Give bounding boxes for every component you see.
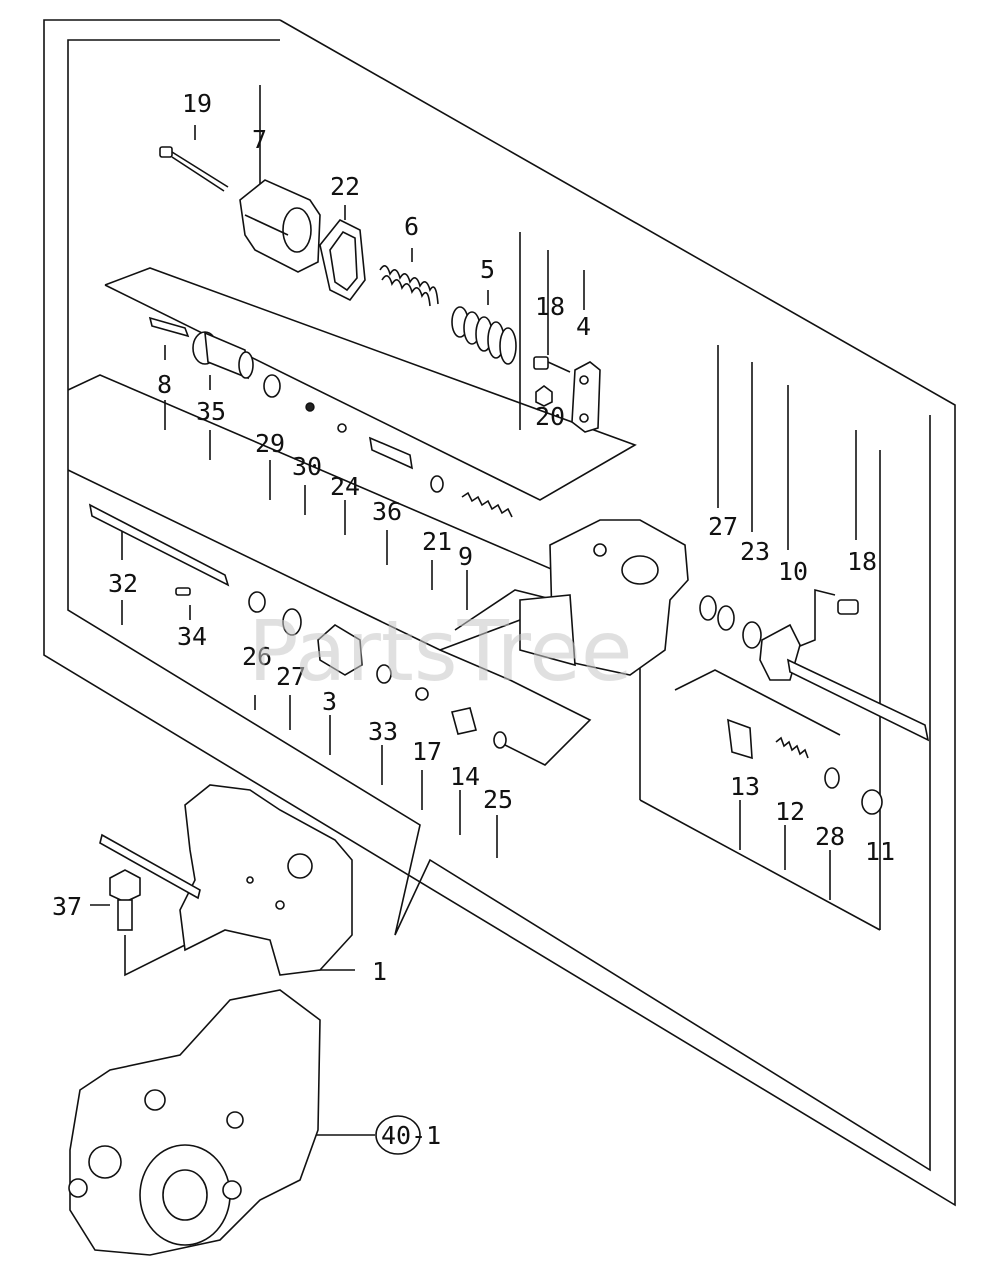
part-bolt-18-right (837, 599, 859, 615)
callout-29: 29 (255, 429, 285, 458)
part-ring-24 (337, 423, 347, 433)
callout-28: 28 (815, 822, 845, 851)
callout-18-right: 18 (847, 547, 877, 576)
part-oring-29 (263, 374, 281, 398)
part-oring-21 (430, 475, 444, 493)
callout-14: 14 (450, 762, 480, 791)
part-poppet-35 (192, 331, 254, 380)
part-assembly-1 (99, 784, 353, 976)
part-cover-7 (239, 179, 321, 273)
part-spring-6 (379, 265, 439, 307)
part-oring-27-left (282, 608, 302, 636)
part-oring-25 (493, 731, 507, 749)
part-poppet-13 (727, 718, 753, 760)
callout-32: 32 (108, 569, 138, 598)
part-spool-32 (88, 503, 230, 587)
part-plate-4 (571, 361, 601, 433)
part-spring-9 (461, 491, 513, 518)
part-pin-8 (148, 316, 190, 338)
part-orings-27-right (699, 595, 735, 631)
part-pin-34 (175, 587, 191, 596)
callout-35: 35 (196, 397, 226, 426)
callout-8: 8 (157, 370, 172, 399)
diagram-frame (43, 19, 956, 1207)
callout-33: 33 (368, 717, 398, 746)
group-outline-upper (104, 267, 637, 501)
callout-10: 10 (778, 557, 808, 586)
callout-27-left: 27 (276, 662, 306, 691)
callout-6: 6 (404, 212, 419, 241)
part-stem-36 (368, 436, 414, 470)
callout-1: 1 (372, 957, 387, 986)
assembly-reference: 40-1 (375, 1115, 441, 1155)
callout-5: 5 (480, 255, 495, 284)
callout-23: 23 (740, 537, 770, 566)
part-oring-28 (824, 767, 840, 789)
callout-4: 4 (576, 312, 591, 341)
callout-12: 12 (775, 797, 805, 826)
callout-labels: 19 7 22 6 5 18 4 8 35 29 30 24 36 20 21 … (52, 89, 895, 986)
group-outline-right (454, 588, 841, 736)
callout-24: 24 (330, 472, 360, 501)
part-ring-33 (376, 664, 392, 684)
part-valve-body (519, 519, 689, 676)
part-bolt-18-upper (533, 356, 571, 373)
leader-lines (90, 85, 881, 1136)
callout-26: 26 (242, 642, 272, 671)
callout-13: 13 (730, 772, 760, 801)
callout-36: 36 (372, 497, 402, 526)
callout-3: 3 (322, 687, 337, 716)
callout-22: 22 (330, 172, 360, 201)
part-gasket-22 (319, 218, 366, 302)
callout-7: 7 (252, 125, 267, 154)
callout-37: 37 (52, 892, 82, 921)
callout-20: 20 (535, 402, 565, 431)
part-bolt-19 (159, 146, 229, 192)
callout-27-right: 27 (708, 512, 738, 541)
part-housing-40 (68, 989, 321, 1256)
part-spring-12 (775, 736, 809, 759)
callout-11: 11 (865, 837, 895, 866)
callout-21: 21 (422, 527, 452, 556)
part-nut-20 (535, 385, 553, 407)
part-spring-5 (451, 306, 517, 365)
part-ball-30 (305, 402, 315, 412)
callout-9: 9 (458, 542, 473, 571)
assembly-ref-label: 40-1 (381, 1121, 441, 1150)
part-seat-14 (451, 707, 477, 735)
callout-34: 34 (177, 622, 207, 651)
part-spool-right (786, 658, 930, 742)
part-plug-3 (317, 624, 363, 676)
part-plug-11 (861, 789, 883, 815)
callout-18-upper: 18 (535, 292, 565, 321)
part-oring-26 (248, 591, 266, 613)
watermark: PartsTree (248, 602, 633, 700)
part-oring-23 (742, 621, 762, 649)
callout-17: 17 (412, 737, 442, 766)
part-bolt-37 (109, 869, 141, 931)
callout-30: 30 (292, 452, 322, 481)
callout-25: 25 (483, 785, 513, 814)
callout-19: 19 (182, 89, 212, 118)
part-ball-17 (415, 687, 429, 701)
